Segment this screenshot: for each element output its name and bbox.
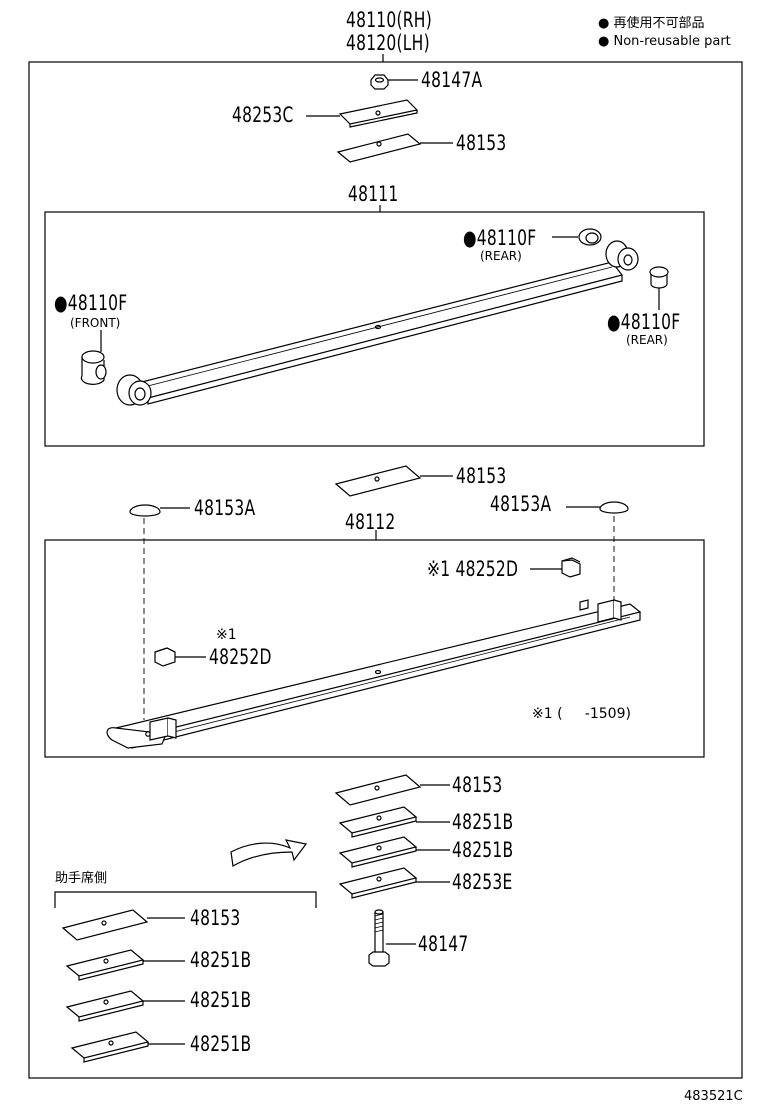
bush-front-drawing — [80, 350, 107, 385]
clip-left-drawing — [154, 647, 176, 667]
main-frame — [28, 61, 743, 1079]
ps-plate-4-drawing — [70, 1031, 150, 1063]
label-48147[interactable]: 48147 — [418, 932, 469, 956]
note-rear-upper: (REAR) — [480, 249, 522, 263]
bush-rear-lower-drawing — [649, 266, 669, 289]
nut-48147a-drawing — [370, 74, 389, 90]
label-48153-top[interactable]: 48153 — [456, 131, 507, 155]
ps-plate-2-drawing — [65, 949, 145, 981]
label-stack-48253e[interactable]: 48253E — [452, 870, 513, 894]
label-48110f-front[interactable]: ●48110F — [54, 291, 128, 315]
legend-non-reusable-en: ● Non-reusable part — [598, 34, 731, 49]
title-rh: 48110(RH) — [346, 8, 432, 32]
upper-leaf-frame — [44, 211, 705, 447]
footnote-1509: ※1 ( -1509) — [532, 706, 631, 722]
stack-plate-2-drawing — [338, 806, 418, 838]
stack-plate-4-drawing — [338, 867, 418, 899]
plate-48153-mid-drawing — [334, 465, 422, 497]
ps-plate-1-drawing — [61, 909, 149, 941]
label-ps-48153[interactable]: 48153 — [190, 906, 241, 930]
cap-right-drawing — [599, 501, 629, 514]
label-stack-48251b-1[interactable]: 48251B — [452, 810, 514, 834]
passenger-side-bracket — [54, 891, 317, 908]
direction-arrow-drawing — [230, 839, 308, 867]
label-48252d-right[interactable]: ※1 48252D — [427, 557, 519, 581]
plate-48153-top-drawing — [336, 133, 422, 163]
legend-non-reusable-ja: ● 再使用不可部品 — [598, 16, 705, 31]
label-ps-48251b-2[interactable]: 48251B — [190, 988, 252, 1012]
label-48147a[interactable]: 48147A — [421, 68, 483, 92]
bolt-48147-drawing — [368, 909, 390, 967]
ps-plate-3-drawing — [65, 990, 145, 1022]
clip-right-drawing — [561, 557, 581, 578]
bush-rear-upper-drawing — [578, 228, 602, 246]
stack-plate-1-drawing — [334, 774, 422, 806]
upper-leaf-spring-drawing — [116, 240, 639, 406]
title-lh: 48120(LH) — [346, 31, 430, 55]
plate-48253c-drawing — [338, 99, 419, 128]
label-48253c[interactable]: 48253C — [232, 103, 294, 127]
label-48153a-left[interactable]: 48153A — [194, 496, 256, 520]
lower-leaf-spring-drawing — [106, 599, 642, 749]
lower-leaf-frame — [44, 539, 705, 758]
label-48112[interactable]: 48112 — [345, 510, 396, 534]
label-ps-48251b-1[interactable]: 48251B — [190, 948, 252, 972]
label-48111[interactable]: 48111 — [348, 182, 399, 206]
cap-left-drawing — [129, 504, 161, 517]
stack-plate-3-drawing — [338, 836, 418, 868]
label-48110f-rear-upper[interactable]: ●48110F — [463, 226, 537, 250]
label-stack-48153[interactable]: 48153 — [452, 773, 503, 797]
passenger-side-heading: 助手席側 — [55, 871, 108, 886]
label-48110f-rear-lower[interactable]: ●48110F — [607, 310, 681, 334]
note-front: (FRONT) — [70, 316, 121, 330]
figure-code: 483521C — [684, 1089, 743, 1104]
label-stack-48251b-2[interactable]: 48251B — [452, 838, 514, 862]
label-48153a-right[interactable]: 48153A — [490, 492, 552, 516]
label-48252d-left[interactable]: 48252D — [209, 645, 272, 669]
note-rear-lower: (REAR) — [626, 333, 668, 347]
mark-48252d-left: ※1 — [216, 627, 237, 643]
label-ps-48251b-3[interactable]: 48251B — [190, 1032, 252, 1056]
label-48153-mid[interactable]: 48153 — [456, 464, 507, 488]
